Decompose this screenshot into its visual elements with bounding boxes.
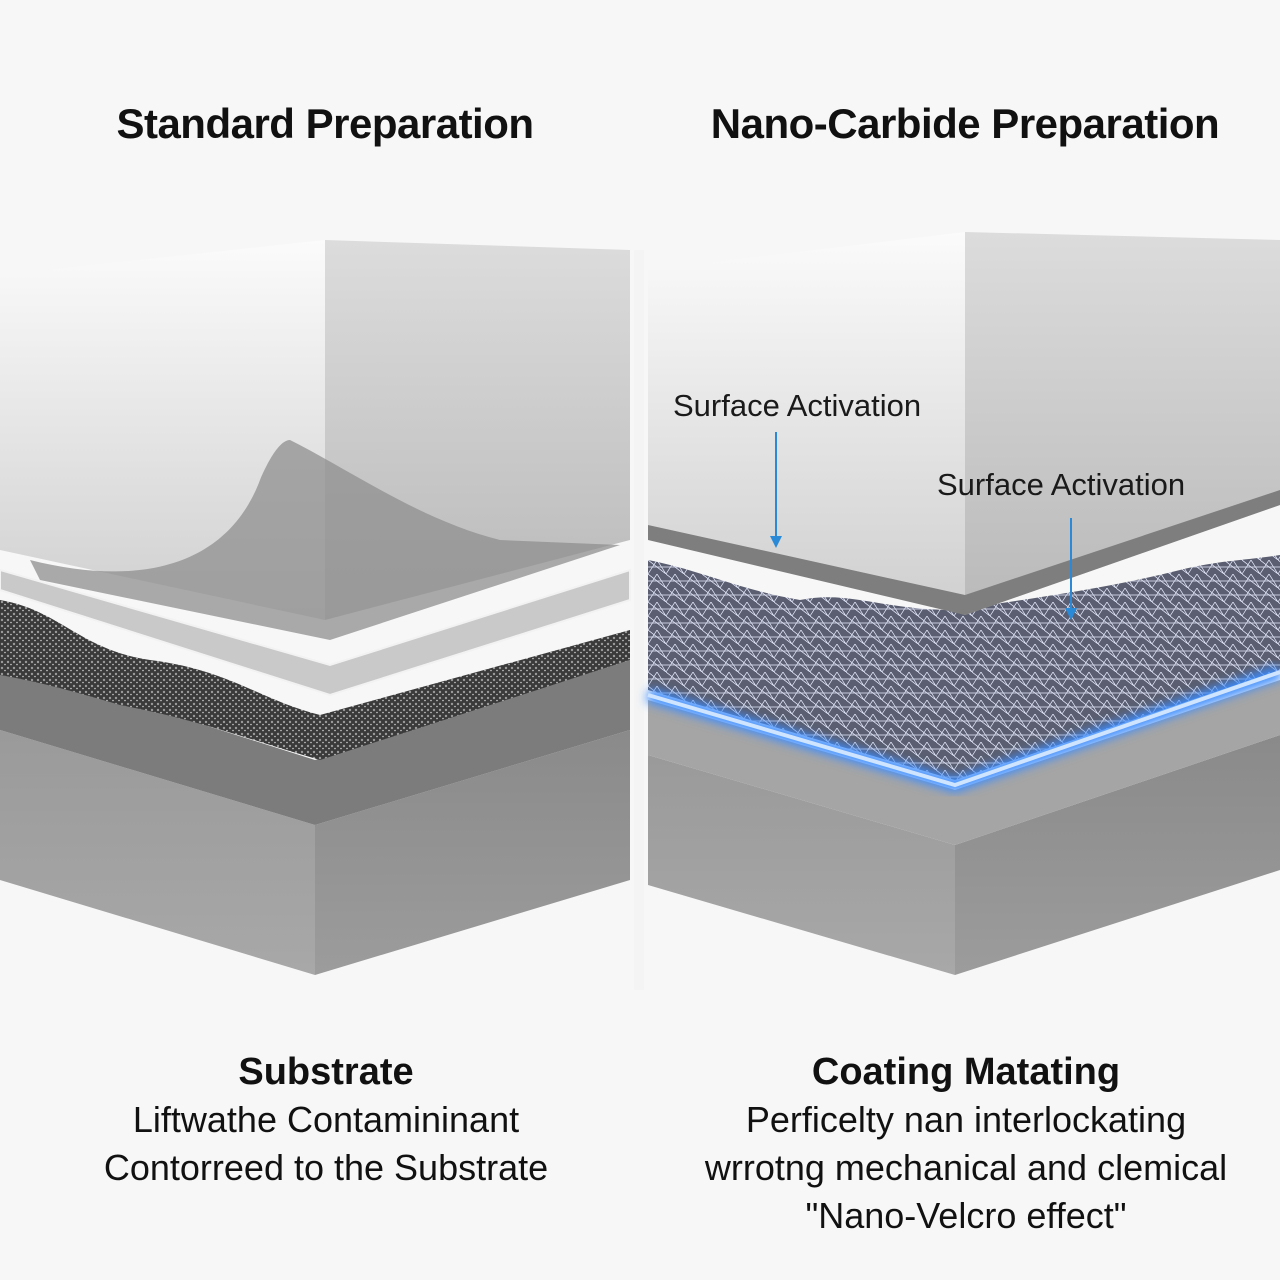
- nano-carbide-preparation-title: Nano-Carbide Preparation: [710, 100, 1220, 147]
- right-caption: Coating Matating Perficelty nan interloc…: [640, 1048, 1280, 1240]
- surface-activation-label-1: Surface Activation: [673, 388, 922, 423]
- arrow-down-icon: [770, 536, 782, 548]
- substrate-slab-front-face: [315, 730, 630, 975]
- coating-layer: [648, 680, 1280, 845]
- substrate-slab-top: [0, 660, 630, 825]
- top-block-left-face: [648, 232, 965, 615]
- caption-line: Perficelty nan interlockating: [745, 1099, 1187, 1140]
- substrate-slab-left-face: [648, 755, 955, 975]
- caption-line: Liftwathe Contamininant: [132, 1099, 520, 1140]
- standard-preparation-diagram: [0, 240, 631, 975]
- surface-activation-label-2: Surface Activation: [937, 467, 1186, 502]
- caption-heading: Coating Matating: [811, 1051, 1121, 1093]
- arrow-down-icon: [1065, 608, 1077, 620]
- substrate-slab-front-face: [955, 735, 1280, 975]
- caption-line: "Nano-Velcro effect": [805, 1195, 1127, 1236]
- panel-divider: [634, 250, 644, 990]
- caption-line: wrrotng mechanical and clemical: [704, 1147, 1228, 1188]
- nano-carbide-preparation-diagram: [646, 232, 1280, 975]
- nano-mesh-layer: [648, 555, 1280, 780]
- caption-heading: Substrate: [238, 1051, 414, 1093]
- peeling-film-curl: [30, 440, 620, 640]
- left-caption: Substrate Liftwathe Contamininant Contor…: [0, 1048, 652, 1192]
- glow-line-core: [647, 670, 1280, 788]
- standard-preparation-title: Standard Preparation: [116, 100, 534, 147]
- caption-line: Contorreed to the Substrate: [103, 1147, 549, 1188]
- peeling-film: [0, 568, 631, 697]
- contaminant-layer: [0, 600, 630, 760]
- substrate-slab-left-face: [0, 730, 315, 975]
